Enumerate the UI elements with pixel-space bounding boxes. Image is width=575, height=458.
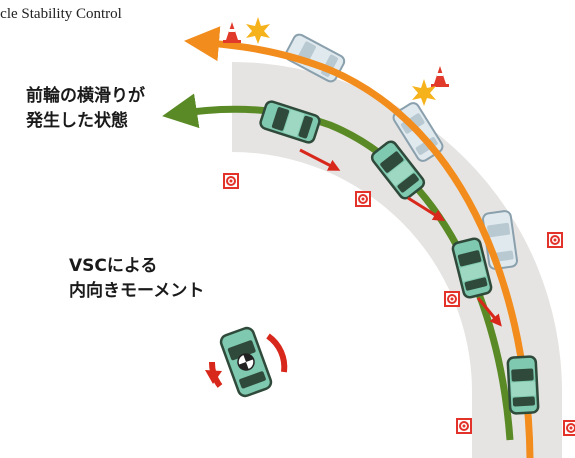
pylon-marker-icon [547,232,563,248]
green-path-arrow [162,93,514,441]
slip-arrow-3 [476,297,502,327]
vsc-moment-label: VSCによる 内向きモーメント [69,254,204,304]
vsc-moment-car [219,326,273,398]
slip-arrow-2 [407,196,446,222]
pylon-marker-icon [563,420,575,436]
vsc-moment-label-line2: 内向きモーメント [69,281,205,301]
slip-arrow-1 [299,148,341,171]
pylon-marker-icon [223,173,239,189]
pylon-marker-icon [456,418,472,434]
pylon-marker-icon [444,291,460,307]
traffic-cone-icon [431,66,449,87]
rotation-arrow-icon [205,333,288,388]
road-surface [232,62,562,458]
traffic-cone-icon [223,22,241,43]
orange-path-arrow [184,26,534,458]
front-wheel-slip-label-line1: 前輪の横滑りが [26,86,145,106]
page-header-title: icle Stability Control [0,6,122,22]
vsc-moment-label-line1: VSCによる [69,256,158,276]
pylon-marker-icon [355,191,371,207]
impact-flash-icon [412,79,436,106]
impact-flash-icon [246,17,270,44]
front-wheel-slip-label: 前輪の横滑りが 発生した状態 [26,84,145,134]
front-wheel-slip-label-line2: 発生した状態 [26,111,128,131]
car-4 [506,355,540,415]
